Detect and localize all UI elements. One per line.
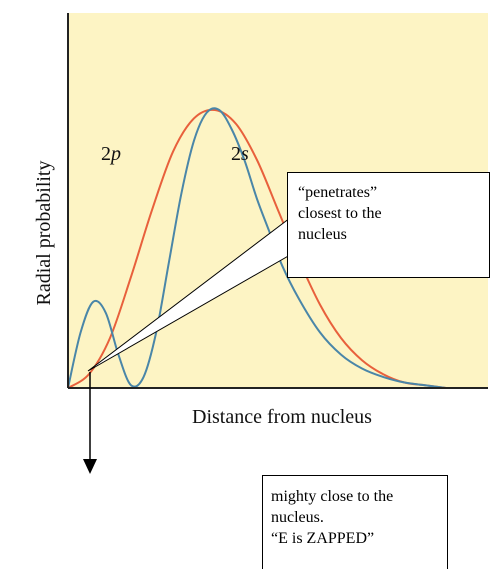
series-curves xyxy=(67,107,447,389)
callout-penetrates: “penetrates” closest to the nucleus xyxy=(287,172,490,278)
y-axis-label: Radial probability xyxy=(33,161,55,306)
series-label-2p: 2p xyxy=(101,143,121,165)
series-label-2p-number: 2 xyxy=(101,143,111,165)
series-line-2p xyxy=(67,108,447,389)
series-label-2s-number: 2 xyxy=(231,143,241,165)
x-axis-label: Distance from nucleus xyxy=(192,406,372,428)
series-line-2s xyxy=(67,107,447,389)
callout-zapped: mighty close to the nucleus. “E is ZAPPE… xyxy=(262,475,448,569)
series-label-2s-letter: s xyxy=(241,143,249,165)
callout-arrow-head xyxy=(83,459,97,474)
series-label-2p-letter: p xyxy=(109,143,121,165)
series-label-2s: 2s xyxy=(231,143,249,165)
